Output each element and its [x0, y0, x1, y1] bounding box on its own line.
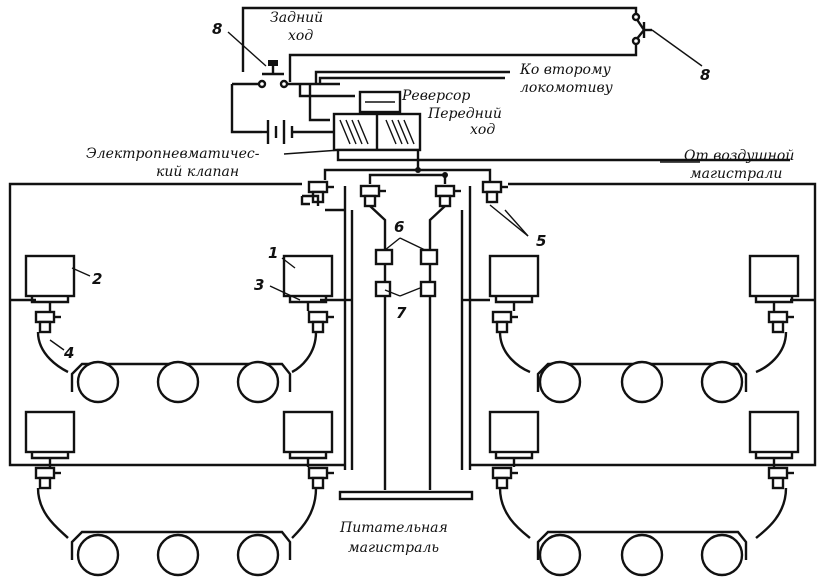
air-main-pipes	[323, 158, 790, 184]
label-ep-valve-2: кий клапан	[156, 164, 239, 180]
label-reverse-move-2: ход	[288, 28, 313, 44]
callout-1: 1	[268, 244, 278, 262]
text-labels: Задний ход Ко второму локомотиву Реверсо…	[63, 10, 794, 556]
battery-icon	[262, 120, 334, 144]
callout-8-right: 8	[700, 66, 710, 84]
label-to-second-loco-1: Ко второму	[519, 62, 612, 78]
callout-6: 6	[394, 218, 404, 236]
callout-4: 4	[63, 344, 74, 362]
ep-valves	[300, 180, 510, 208]
callout-7: 7	[396, 304, 407, 322]
label-from-air-main-1: От воздушной	[684, 148, 794, 164]
right-truck	[470, 182, 817, 577]
label-supply-main-2: магистраль	[348, 540, 439, 556]
label-reverser: Реверсор	[401, 88, 470, 104]
control-circuit	[230, 6, 652, 144]
callout-3: 3	[254, 276, 264, 294]
label-ep-valve-1: Электропневматичес-	[86, 146, 260, 162]
callout-2: 2	[92, 270, 102, 288]
callout-5: 5	[536, 232, 546, 250]
label-reverse-move-1: Задний	[270, 10, 323, 26]
left-truck	[8, 182, 345, 577]
label-to-second-loco-2: локомотиву	[520, 80, 614, 96]
label-forward-move-2: ход	[470, 122, 495, 138]
leader-lines	[49, 29, 703, 351]
central-pipes	[338, 186, 474, 501]
callout-8-left: 8	[212, 20, 222, 38]
label-forward-move-1: Передний	[427, 106, 502, 122]
label-supply-main-1: Питательная	[339, 520, 448, 536]
label-from-air-main-2: магистрали	[690, 166, 782, 182]
reverser-block	[332, 90, 422, 162]
